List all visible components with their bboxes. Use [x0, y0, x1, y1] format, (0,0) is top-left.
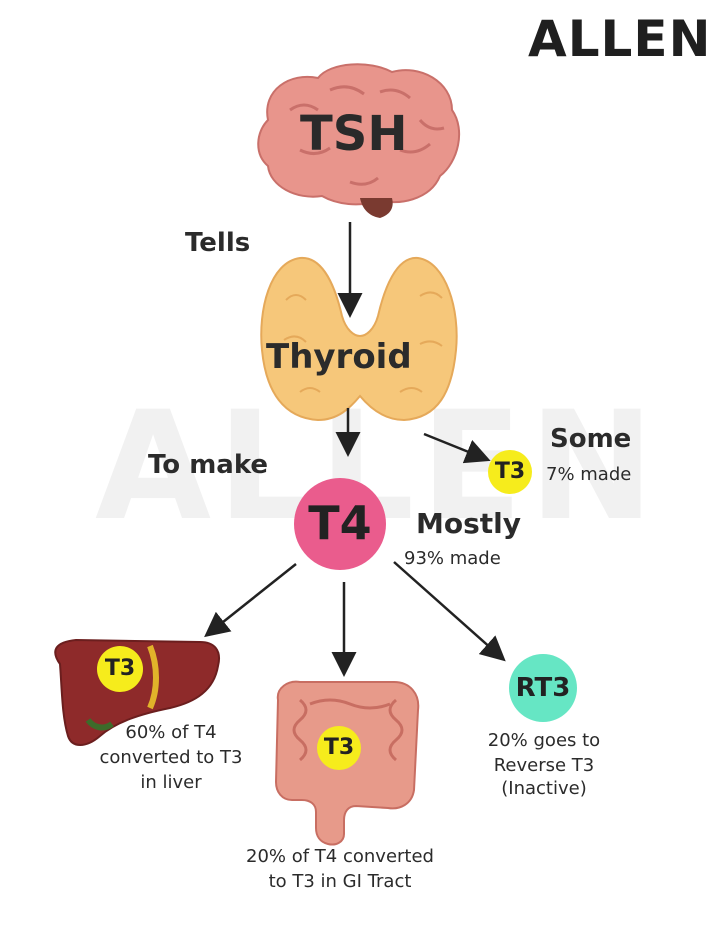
rt3-text-2: Reverse T3 (Inactive): [493, 755, 595, 799]
some-t3-badge: T3: [494, 459, 526, 484]
thyroid-icon: [260, 256, 458, 422]
mostly-label: Mostly: [416, 507, 521, 540]
some-t3-circle: [488, 450, 532, 494]
to-make-label: To make: [148, 450, 269, 480]
gi-t3-circle: [317, 726, 361, 770]
tells-label: Tells: [185, 228, 251, 258]
brain-icon: [257, 63, 461, 218]
thyroid-label: Thyroid: [266, 337, 412, 377]
rt3-badge: RT3: [515, 673, 571, 703]
liver-text-3: in liver: [140, 772, 202, 793]
arrow-thyroid-to-t3: [423, 432, 491, 464]
rt3-circle: [509, 654, 577, 722]
liver-t3-badge: T3: [104, 656, 136, 681]
gi-text-1: 20% of T4 converted: [246, 846, 434, 867]
brain-label: TSH: [300, 106, 408, 162]
t4-circle: [294, 478, 386, 570]
rt3-text-1: 20% goes to: [487, 730, 601, 751]
liver-text-1: 60% of T4: [125, 722, 217, 743]
liver-text-2: converted to T3: [99, 747, 243, 768]
liver-t3-circle: [97, 646, 143, 692]
mostly-sub: 93% made: [404, 548, 501, 569]
arrows: [204, 222, 506, 677]
gi-text-2: to T3 in GI Tract: [268, 871, 412, 892]
allen-logo: ALLEN: [528, 10, 712, 68]
some-label: Some: [550, 424, 632, 454]
arrow-t4-to-liver: [204, 563, 297, 638]
liver-icon: [54, 638, 220, 746]
gi-t3-badge: T3: [323, 735, 355, 760]
t4-badge: T4: [308, 496, 372, 550]
some-sub: 7% made: [546, 464, 632, 485]
arrow-t4-to-rt3: [393, 561, 506, 662]
